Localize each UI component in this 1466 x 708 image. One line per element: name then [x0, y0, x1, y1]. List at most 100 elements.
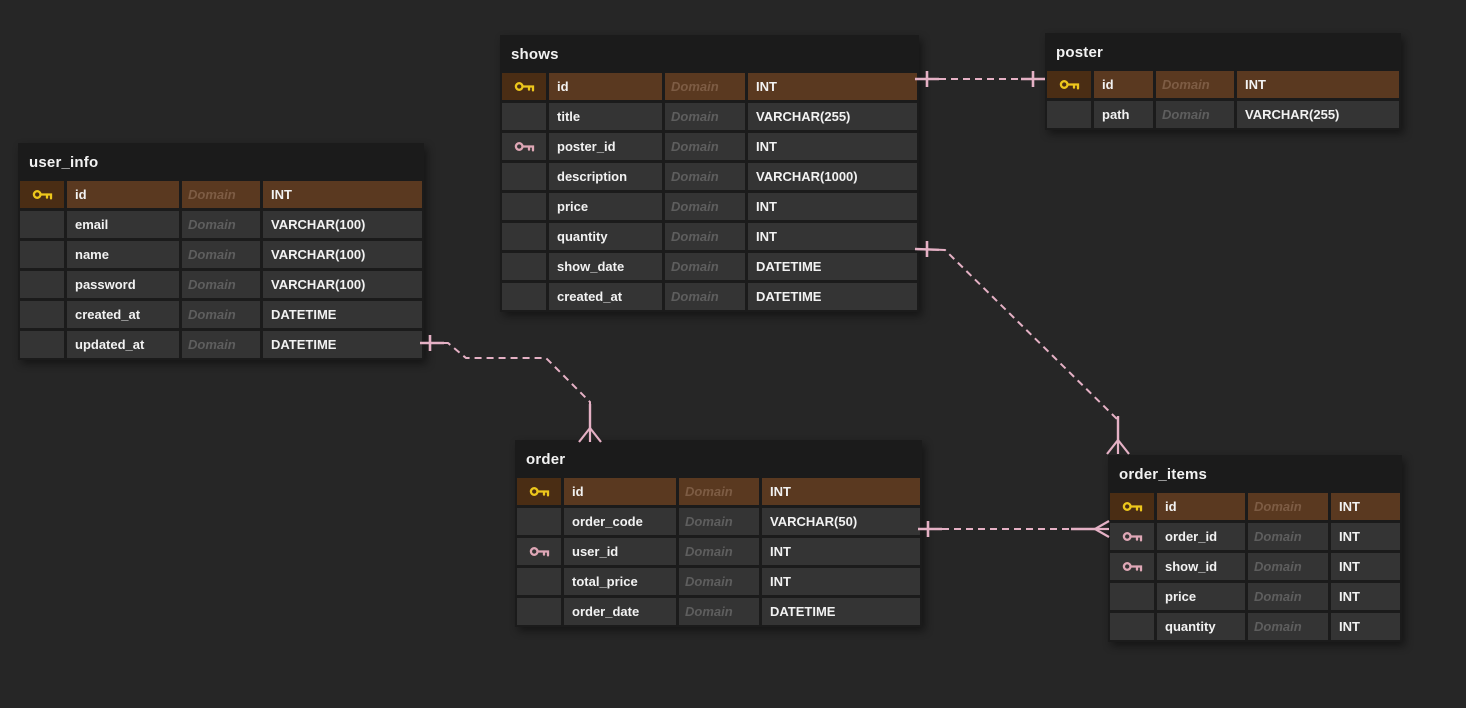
field-domain[interactable]: Domain [665, 253, 745, 280]
field-domain[interactable]: Domain [1248, 553, 1328, 580]
field-domain[interactable]: Domain [679, 598, 759, 625]
field-type[interactable]: DATETIME [762, 598, 920, 625]
field-domain[interactable]: Domain [182, 271, 260, 298]
field-type[interactable]: VARCHAR(100) [263, 211, 422, 238]
field-type[interactable]: VARCHAR(1000) [748, 163, 917, 190]
field-type[interactable]: INT [748, 73, 917, 100]
field-domain[interactable]: Domain [665, 283, 745, 310]
field-domain[interactable]: Domain [665, 103, 745, 130]
field-domain[interactable]: Domain [182, 211, 260, 238]
field-name[interactable]: created_at [67, 301, 179, 328]
field-type[interactable]: VARCHAR(50) [762, 508, 920, 535]
field-name[interactable]: name [67, 241, 179, 268]
field-type[interactable]: INT [263, 181, 422, 208]
field-type[interactable]: DATETIME [748, 283, 917, 310]
field-name[interactable]: id [564, 478, 676, 505]
field-type[interactable]: VARCHAR(100) [263, 271, 422, 298]
field-type[interactable]: INT [1331, 583, 1400, 610]
field-type[interactable]: INT [748, 223, 917, 250]
field-domain[interactable]: Domain [665, 163, 745, 190]
field-name[interactable]: password [67, 271, 179, 298]
field-type[interactable]: VARCHAR(255) [1237, 101, 1399, 128]
field-name[interactable]: show_id [1157, 553, 1245, 580]
field-type[interactable]: INT [1331, 493, 1400, 520]
field-name[interactable]: quantity [1157, 613, 1245, 640]
field-name[interactable]: updated_at [67, 331, 179, 358]
table-title[interactable]: poster [1047, 35, 1399, 71]
field-domain[interactable]: Domain [665, 133, 745, 160]
field-name[interactable]: order_code [564, 508, 676, 535]
table-title[interactable]: user_info [20, 145, 422, 181]
field-type[interactable]: INT [1331, 523, 1400, 550]
field-name[interactable]: id [549, 73, 662, 100]
field-type[interactable]: INT [762, 568, 920, 595]
field-name[interactable]: path [1094, 101, 1153, 128]
field-name[interactable]: description [549, 163, 662, 190]
field-name[interactable]: order_id [1157, 523, 1245, 550]
field-name[interactable]: price [1157, 583, 1245, 610]
field-type[interactable]: VARCHAR(255) [748, 103, 917, 130]
field-domain[interactable]: Domain [679, 478, 759, 505]
field-domain[interactable]: Domain [1156, 71, 1234, 98]
field-name[interactable]: created_at [549, 283, 662, 310]
field-domain[interactable]: Domain [182, 241, 260, 268]
field-type[interactable]: INT [1331, 613, 1400, 640]
field-type[interactable]: INT [762, 478, 920, 505]
field-name[interactable]: order_date [564, 598, 676, 625]
field-domain[interactable]: Domain [665, 73, 745, 100]
field-type[interactable]: INT [748, 133, 917, 160]
field-name[interactable]: email [67, 211, 179, 238]
field-name[interactable]: id [67, 181, 179, 208]
field-name[interactable]: show_date [549, 253, 662, 280]
field-domain[interactable]: Domain [1248, 613, 1328, 640]
field-domain[interactable]: Domain [665, 223, 745, 250]
field-domain[interactable]: Domain [679, 508, 759, 535]
field-domain[interactable]: Domain [182, 331, 260, 358]
field-type[interactable]: INT [748, 193, 917, 220]
table-title[interactable]: order_items [1110, 457, 1400, 493]
field-domain[interactable]: Domain [1248, 523, 1328, 550]
field-type[interactable]: DATETIME [263, 301, 422, 328]
field-type[interactable]: INT [1331, 553, 1400, 580]
field-domain[interactable]: Domain [679, 538, 759, 565]
field-name[interactable]: price [549, 193, 662, 220]
field-type[interactable]: VARCHAR(100) [263, 241, 422, 268]
field-domain[interactable]: Domain [1156, 101, 1234, 128]
field-name[interactable]: poster_id [549, 133, 662, 160]
field-name[interactable]: id [1094, 71, 1153, 98]
field-name[interactable]: title [549, 103, 662, 130]
field-type[interactable]: DATETIME [748, 253, 917, 280]
field-domain[interactable]: Domain [182, 301, 260, 328]
table-title[interactable]: shows [502, 37, 917, 73]
field-domain[interactable]: Domain [1248, 583, 1328, 610]
field-domain[interactable]: Domain [1248, 493, 1328, 520]
field-name[interactable]: user_id [564, 538, 676, 565]
field-name[interactable]: quantity [549, 223, 662, 250]
